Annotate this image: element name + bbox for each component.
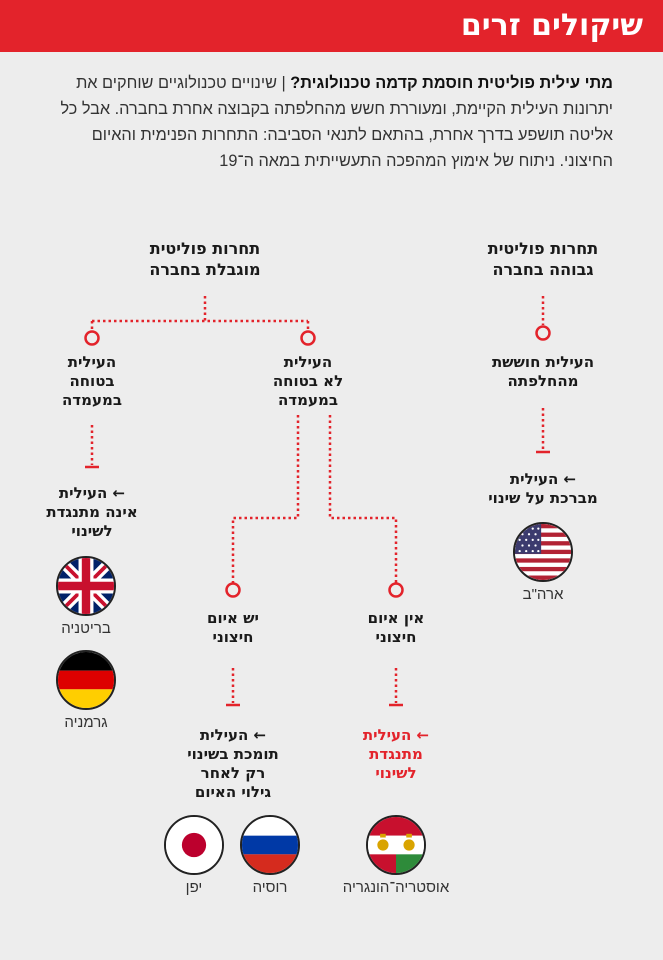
intro-separator: | <box>281 74 286 92</box>
country-label-britain: בריטניה <box>61 620 111 637</box>
country-label-austria-hungary: אוסטריה־הונגריה <box>342 879 450 896</box>
japan-flag-icon <box>164 815 224 875</box>
connector-notsecure-to-threat <box>231 415 300 583</box>
node-elite-not-secure: העילית לא בטוחה במעמדה <box>272 353 344 409</box>
intro-paragraph: מתי עילית פוליטית חוסמת קדמה טכנולוגית? … <box>43 70 614 174</box>
node-circle-threat <box>225 582 241 598</box>
country-label-usa: ארה"ב <box>522 586 564 603</box>
arrow-icon: ← <box>563 470 577 488</box>
connector-notsecure-to-nothreat <box>328 415 398 583</box>
node-elite-fears: העילית חוששת מהחלפתה <box>491 353 595 390</box>
node-elite-welcomes: ← העילית מברכת על שינוי <box>468 470 618 508</box>
node-circle-high <box>535 325 551 341</box>
node-elite-welcomes-text: העילית מברכת על שינוי <box>488 470 598 507</box>
node-circle-nothreat <box>388 582 404 598</box>
node-elite-not-opposed-text: העילית אינה מתנגדת לשינוי <box>46 484 138 540</box>
usa-flag-icon <box>513 522 573 582</box>
node-circle-notsecure <box>300 330 316 346</box>
country-label-germany: גרמניה <box>64 714 108 731</box>
austria-hungary-flag-icon <box>366 815 426 875</box>
page-title: שיקולים זרים <box>460 8 643 43</box>
node-elite-opposes-text: העילית מתנגדת לשינוי <box>362 726 423 782</box>
intro-lead: מתי עילית פוליטית חוסמת קדמה טכנולוגית? <box>290 74 613 92</box>
header-banner: שיקולים זרים <box>0 0 663 52</box>
node-circle-secure <box>84 330 100 346</box>
node-limited-competition: תחרות פוליטית מוגבלת בחברה <box>149 239 261 279</box>
node-elite-supports-after: ← העילית תומכת בשינוי רק לאחר גילוי האיו… <box>168 726 298 802</box>
node-high-competition: תחרות פוליטית גבוהה בחברה <box>487 239 599 279</box>
arrow-icon: ← <box>253 726 267 744</box>
node-threat: יש איום חיצוני <box>207 609 259 646</box>
russia-flag-icon <box>240 815 300 875</box>
node-elite-opposes: ← העילית מתנגדת לשינוי <box>346 726 446 783</box>
node-elite-supports-after-text: העילית תומכת בשינוי רק לאחר גילוי האיום <box>187 726 279 801</box>
country-label-japan: יפן <box>185 879 203 896</box>
node-elite-not-opposed: ← העילית אינה מתנגדת לשינוי <box>32 484 152 541</box>
intro-body: שינויים טכנולוגיים שוחקים את יתרונות העי… <box>60 74 614 170</box>
uk-flag-icon <box>56 556 116 616</box>
node-no-threat: אין איום חיצוני <box>367 609 425 646</box>
arrow-icon: ← <box>112 484 126 502</box>
country-label-russia: רוסיה <box>252 879 288 896</box>
arrow-icon: ← <box>416 726 430 744</box>
node-elite-secure: העילית בטוחה במעמדה <box>62 353 122 409</box>
germany-flag-icon <box>56 650 116 710</box>
